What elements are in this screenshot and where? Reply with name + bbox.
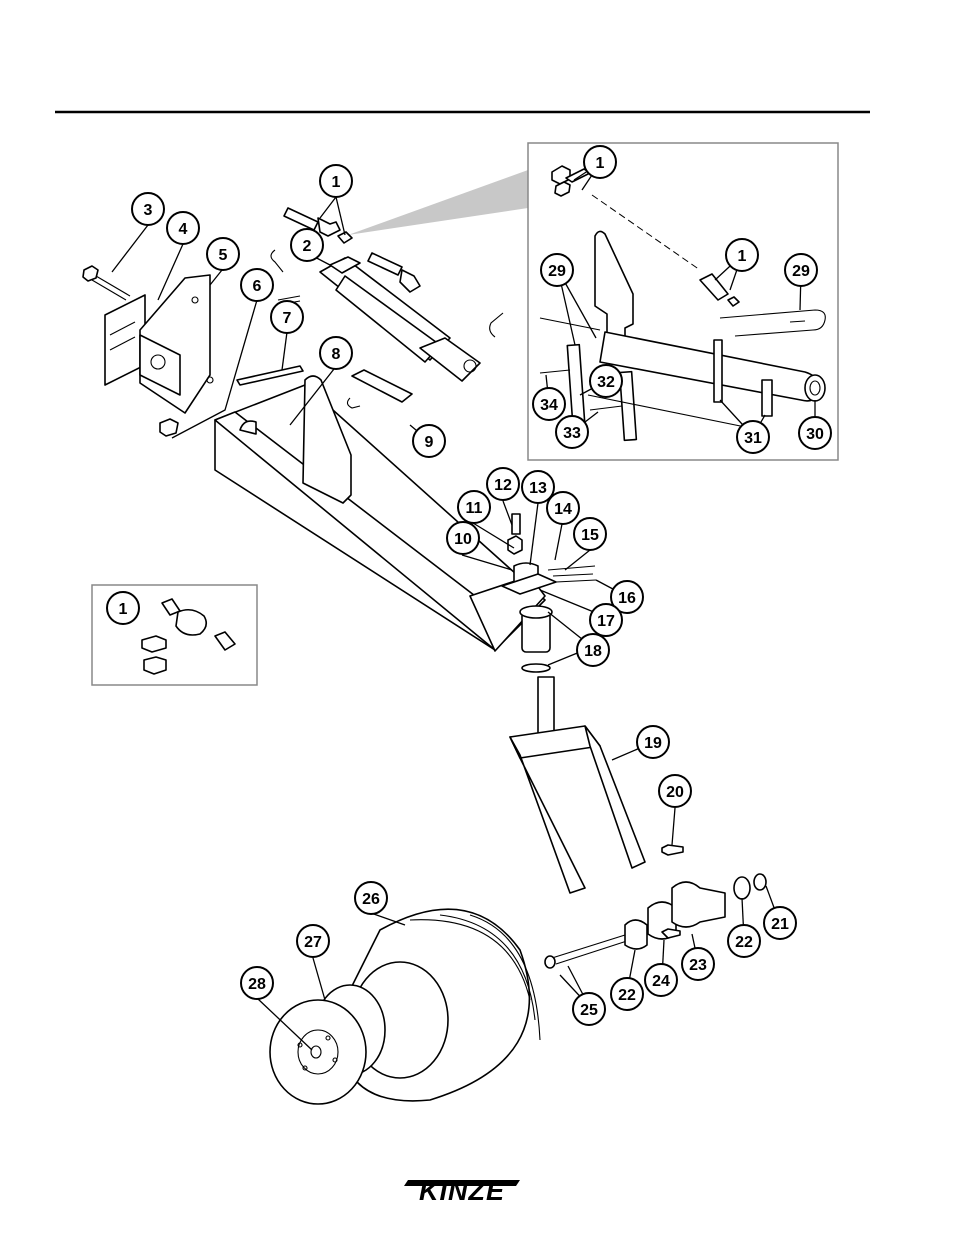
callout-label: 18 xyxy=(584,643,602,660)
callout-label: 4 xyxy=(179,221,188,238)
callout-1-inset-top: 1 xyxy=(584,146,616,178)
callout-label: 32 xyxy=(597,374,615,391)
callout-9: 9 xyxy=(413,425,445,457)
callout-1-top: 1 xyxy=(320,165,352,197)
pin-9 xyxy=(352,370,412,402)
callout-label: 16 xyxy=(618,590,636,607)
callout-12: 12 xyxy=(487,468,519,500)
callout-32: 32 xyxy=(590,365,622,397)
inset-plate-31a xyxy=(714,340,722,402)
callout-label: 29 xyxy=(548,263,566,280)
callout-29-right: 29 xyxy=(785,254,817,286)
callout-17: 17 xyxy=(590,604,622,636)
callout-label: 3 xyxy=(144,202,153,219)
callout-label: 29 xyxy=(792,263,810,280)
bolt-20 xyxy=(662,845,683,855)
callout-26: 26 xyxy=(355,882,387,914)
hitch-pin-6 xyxy=(271,250,283,272)
callout-label: 2 xyxy=(303,238,312,255)
callout-29-left: 29 xyxy=(541,254,573,286)
bolt-3 xyxy=(83,266,130,300)
callout-label: 8 xyxy=(332,346,341,363)
inset-left-plug-b xyxy=(144,657,166,674)
callout-18: 18 xyxy=(577,634,609,666)
hitch-bracket xyxy=(105,275,213,413)
callout-label: 23 xyxy=(689,957,707,974)
callout-label: 11 xyxy=(466,500,483,517)
callout-label: 9 xyxy=(425,434,434,451)
callout-1-inset-left: 1 xyxy=(107,592,139,624)
callout-label: 26 xyxy=(362,891,380,908)
inset-plate-31b xyxy=(762,380,772,416)
inset-left-plug-a xyxy=(142,636,166,652)
callout-1-inset-mid: 1 xyxy=(726,239,758,271)
caster-fork xyxy=(510,677,645,893)
tongue-bar xyxy=(215,376,545,651)
callout-28: 28 xyxy=(241,967,273,999)
logo-text: KINZE xyxy=(419,1176,505,1206)
callout-label: 20 xyxy=(666,784,684,801)
callout-label: 1 xyxy=(738,248,747,265)
callout-21: 21 xyxy=(764,907,796,939)
callout-30: 30 xyxy=(799,417,831,449)
callout-31: 31 xyxy=(737,421,769,453)
callout-15: 15 xyxy=(574,518,606,550)
callout-33: 33 xyxy=(556,416,588,448)
callout-23: 23 xyxy=(682,948,714,980)
callout-label: 5 xyxy=(219,247,228,264)
callout-label: 1 xyxy=(596,155,605,172)
callout-14: 14 xyxy=(547,492,579,524)
callout-20: 20 xyxy=(659,775,691,807)
callout-label: 24 xyxy=(652,973,670,990)
callout-label: 1 xyxy=(119,601,128,618)
callout-34: 34 xyxy=(533,388,565,420)
callout-6: 6 xyxy=(241,269,273,301)
callout-label: 21 xyxy=(771,916,789,933)
callout-label: 14 xyxy=(554,501,572,518)
hose-left xyxy=(284,208,318,230)
callout-4: 4 xyxy=(167,212,199,244)
callout-label: 15 xyxy=(581,527,599,544)
callout-5: 5 xyxy=(207,238,239,270)
zoom-fan xyxy=(348,170,528,235)
callout-2: 2 xyxy=(291,229,323,261)
callout-label: 1 xyxy=(332,174,341,191)
callout-11: 11 xyxy=(458,491,490,523)
callout-25: 25 xyxy=(573,993,605,1025)
callout-label: 33 xyxy=(563,425,581,442)
callout-label: 25 xyxy=(580,1002,598,1019)
callout-label: 22 xyxy=(735,934,753,951)
callout-3: 3 xyxy=(132,193,164,225)
callout-label: 19 xyxy=(644,735,662,752)
callout-22-right: 22 xyxy=(728,925,760,957)
inset-hydraulic-detail xyxy=(348,143,838,460)
callout-label: 7 xyxy=(283,310,292,327)
callout-label: 30 xyxy=(806,426,824,443)
callout-label: 13 xyxy=(529,480,547,497)
callout-label: 10 xyxy=(454,531,472,548)
callout-label: 22 xyxy=(618,987,636,1004)
pin-7 xyxy=(237,366,303,385)
callout-7: 7 xyxy=(271,301,303,333)
kinze-logo: KINZE xyxy=(404,1176,520,1206)
callout-label: 27 xyxy=(304,934,322,951)
callout-27: 27 xyxy=(297,925,329,957)
callout-label: 17 xyxy=(597,613,615,630)
callout-label: 34 xyxy=(540,397,558,414)
callout-19: 19 xyxy=(637,726,669,758)
callout-24: 24 xyxy=(645,964,677,996)
callout-label: 28 xyxy=(248,976,266,993)
callout-8: 8 xyxy=(320,337,352,369)
callout-label: 31 xyxy=(744,430,762,447)
callout-10: 10 xyxy=(447,522,479,554)
hose-right xyxy=(368,253,402,275)
callout-label: 6 xyxy=(253,278,262,295)
callout-label: 12 xyxy=(494,477,512,494)
callout-22-left: 22 xyxy=(611,978,643,1010)
